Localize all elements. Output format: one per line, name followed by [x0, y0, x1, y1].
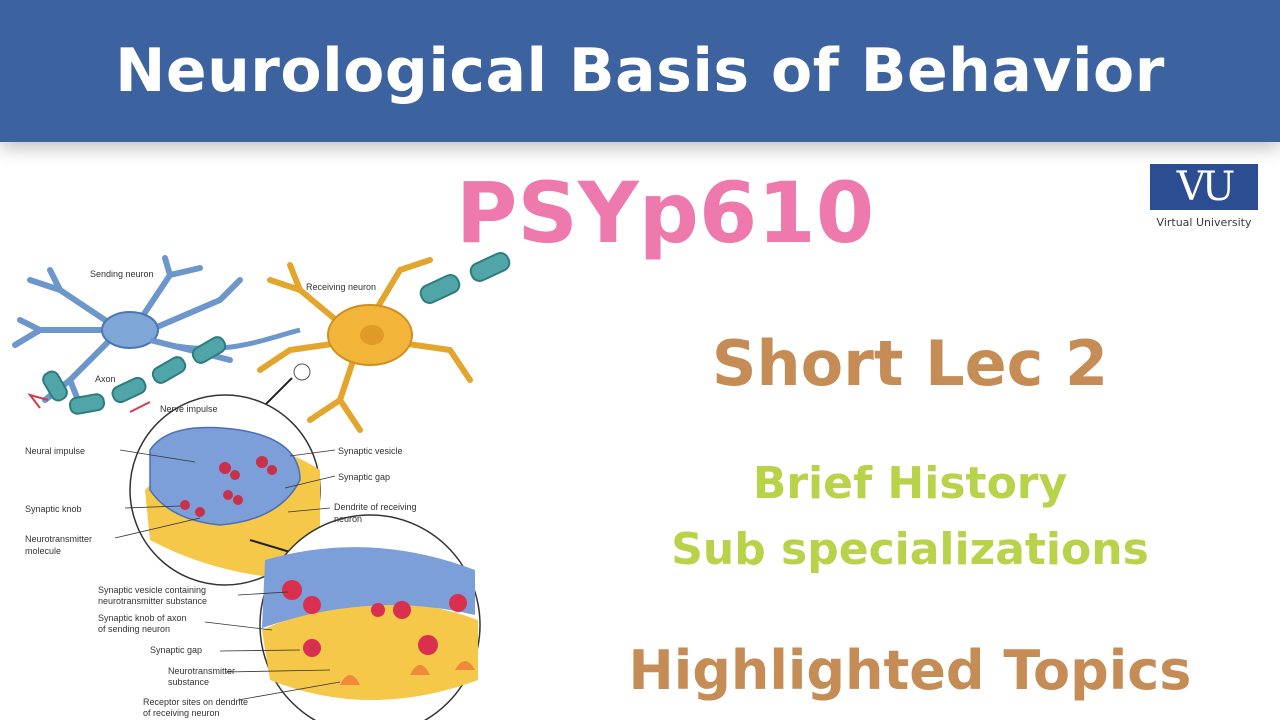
label-axon: Axon — [95, 374, 116, 384]
label-neural-impulse: Neural impulse — [25, 446, 85, 456]
label-dendrite-2: neuron — [334, 514, 362, 524]
receptor-sites — [340, 661, 475, 685]
synaptic-knob-1 — [149, 426, 301, 526]
neuron-diagram-svg: Sending neuron Receiving neuron Axon Ner… — [12, 252, 511, 724]
label-nt-substance-1: Neurotransmitter — [168, 666, 235, 676]
zoom-origin — [293, 363, 311, 381]
axon-myelin — [42, 336, 227, 415]
course-code: PSYp610 — [455, 164, 875, 262]
label-nt-substance-2: substance — [168, 677, 209, 687]
topic-sub-specializations: Sub specializations — [671, 524, 1149, 575]
logo-text: Virtual University — [1156, 216, 1252, 229]
label-sending-neuron: Sending neuron — [90, 269, 154, 279]
impulse-arrow-left — [27, 393, 49, 409]
label-synaptic-vesicle: Synaptic vesicle — [338, 446, 403, 456]
vesicles-2 — [282, 580, 467, 657]
page-title: Neurological Basis of Behavior — [115, 36, 1165, 106]
label-receptor-1: Receptor sites on dendrite — [143, 697, 248, 707]
receiving-neuron-dendrites — [257, 257, 473, 433]
axon-line — [149, 327, 301, 352]
label-receptor-2: of receiving neuron — [143, 708, 220, 718]
label-vesicle-containing-1: Synaptic vesicle containing — [98, 585, 206, 595]
logo-box — [1150, 164, 1258, 210]
impulse-arrow-right — [129, 401, 151, 413]
vesicles-1 — [180, 456, 277, 517]
label-synaptic-gap: Synaptic gap — [338, 472, 390, 482]
university-logo: VU Virtual University — [1146, 160, 1262, 234]
label-knob-axon-1: Synaptic knob of axon — [98, 613, 187, 623]
receiving-axon-myelin — [419, 252, 511, 304]
label-vesicle-containing-2: neurotransmitter substance — [98, 596, 207, 606]
lecture-title: Short Lec 2 — [711, 327, 1109, 400]
label-receiving-neuron: Receiving neuron — [306, 282, 376, 292]
topic-brief-history: Brief History — [752, 458, 1068, 509]
label-knob-axon-2: of sending neuron — [98, 624, 170, 634]
highlighted-topics: Highlighted Topics — [628, 639, 1192, 702]
synapse-2-yellow — [262, 602, 478, 700]
label-synaptic-gap-2: Synaptic gap — [150, 645, 202, 655]
label-synaptic-knob: Synaptic knob — [25, 504, 82, 514]
label-dendrite-1: Dendrite of receiving — [334, 502, 417, 512]
title-banner: Neurological Basis of Behavior — [0, 0, 1280, 142]
label-neurotransmitter-2: molecule — [25, 546, 61, 556]
label-neurotransmitter-1: Neurotransmitter — [25, 534, 92, 544]
sending-neuron-body — [101, 311, 159, 349]
label-nerve-impulse: Nerve impulse — [160, 404, 218, 414]
logo-mark: VU — [1176, 164, 1236, 210]
neuron-synapse-diagram: Sending neuron Receiving neuron Axon Ner… — [0, 250, 560, 724]
label-leaders — [114, 449, 341, 701]
receiving-neuron-nucleus — [360, 325, 384, 345]
sending-neuron-dendrites — [12, 255, 243, 408]
